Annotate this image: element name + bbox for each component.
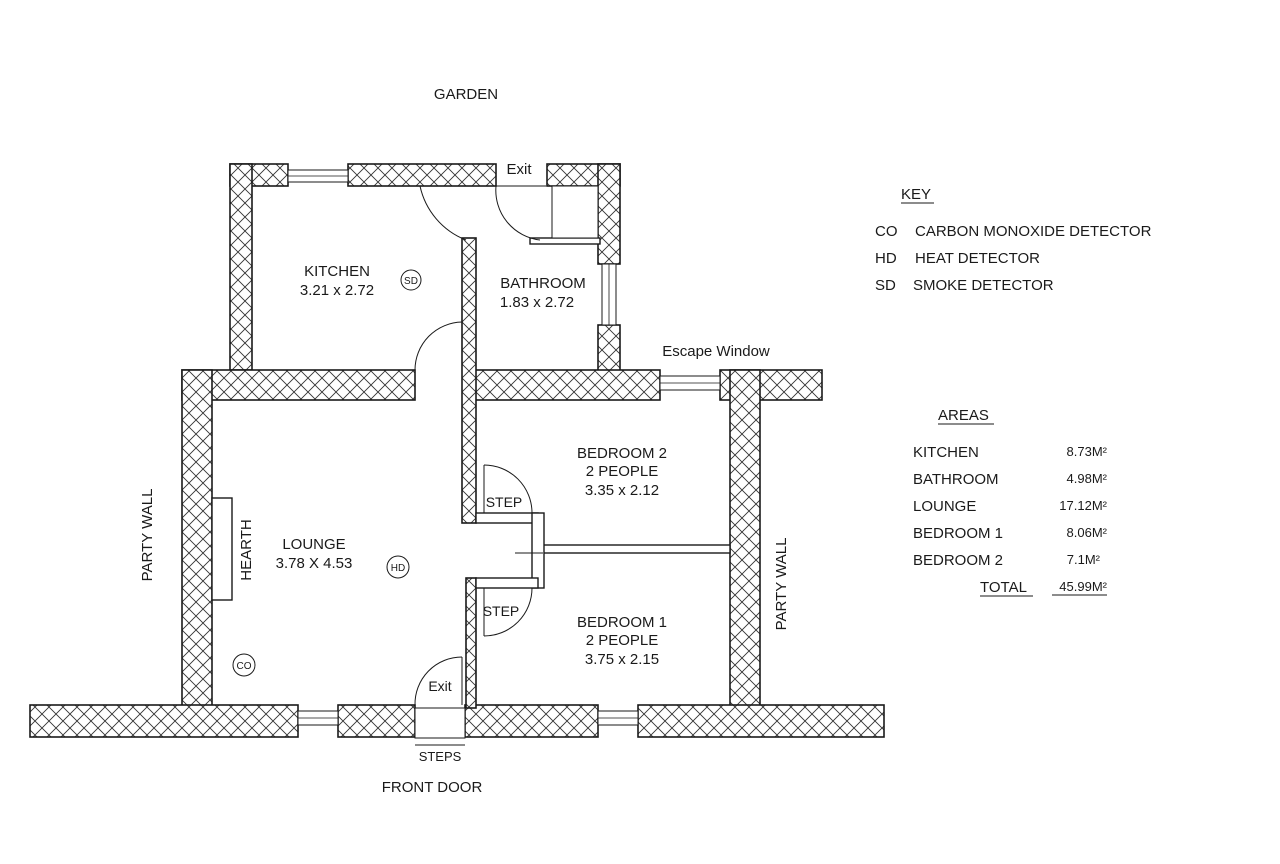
key-desc-sd: SMOKE DETECTOR xyxy=(913,277,1054,294)
key-code-co: CO xyxy=(875,223,898,240)
step-lower-label: STEP xyxy=(483,603,520,619)
kitchen-dims: 3.21 x 2.72 xyxy=(300,282,374,299)
lounge-dims: 3.78 X 4.53 xyxy=(276,555,353,572)
wall-step-top xyxy=(475,512,539,524)
wall-bath-right-lower xyxy=(597,324,621,374)
party-wall-left-label: PARTY WALL xyxy=(139,489,156,582)
hearth xyxy=(211,497,233,601)
area-value: 8.06M² xyxy=(1067,525,1108,540)
bathroom-dims: 1.83 x 2.72 xyxy=(500,294,574,311)
bedroom2-name: BEDROOM 2 xyxy=(577,445,667,462)
exit-bottom-label: Exit xyxy=(428,678,451,694)
key-legend: KEY CO CARBON MONOXIDE DETECTOR HD HEAT … xyxy=(875,186,1152,294)
wall-bath-right-upper xyxy=(597,163,621,265)
areas-total-label: TOTAL xyxy=(980,579,1027,596)
bedroom2-dims: 3.35 x 2.12 xyxy=(585,482,659,499)
party-wall-right-label: PARTY WALL xyxy=(773,538,790,631)
wall-right-party xyxy=(729,369,761,711)
wall-lounge-top-left xyxy=(181,369,416,401)
annotations: GARDEN Exit Escape Window STEP STEP Exit… xyxy=(139,86,790,796)
area-value: 4.98M² xyxy=(1067,471,1108,486)
bedroom1-name: BEDROOM 1 xyxy=(577,614,667,631)
kitchen-smoke-detector: SD xyxy=(404,276,418,287)
kitchen-name: KITCHEN xyxy=(304,263,370,280)
front-door-threshold xyxy=(414,707,466,739)
lounge-co-detector: CO xyxy=(237,661,252,672)
area-value: 7.1M² xyxy=(1067,552,1101,567)
bathroom-name: BATHROOM xyxy=(500,275,586,292)
area-value: 8.73M² xyxy=(1067,444,1108,459)
garden-label: GARDEN xyxy=(434,86,498,103)
wall-partition-lower xyxy=(465,577,477,709)
walls xyxy=(29,163,885,738)
areas-title: AREAS xyxy=(938,407,989,424)
wall-kitchen-left xyxy=(229,163,253,371)
area-room: BEDROOM 1 xyxy=(913,525,1003,542)
area-room: BATHROOM xyxy=(913,471,999,488)
front-door-label: FRONT DOOR xyxy=(382,779,483,796)
wall-bottom-lounge xyxy=(337,704,416,738)
bedroom1-dims: 3.75 x 2.15 xyxy=(585,651,659,668)
room-labels: KITCHEN 3.21 x 2.72 BATHROOM 1.83 x 2.72… xyxy=(276,263,667,668)
steps-front-label: STEPS xyxy=(419,749,462,764)
wall-bed-divider xyxy=(542,544,731,554)
wall-corridor-jog xyxy=(531,512,545,589)
wall-lounge-left xyxy=(181,369,213,711)
bedroom1-people: 2 PEOPLE xyxy=(586,632,659,649)
key-code-hd: HD xyxy=(875,250,897,267)
areas-total-value: 45.99M² xyxy=(1059,579,1107,594)
shower-tray xyxy=(551,185,599,239)
wall-partition-upper xyxy=(461,237,477,524)
escape-window-label: Escape Window xyxy=(662,343,770,360)
exit-top-label: Exit xyxy=(506,161,532,178)
area-value: 17.12M² xyxy=(1059,498,1107,513)
wall-step-bottom xyxy=(475,577,539,589)
bedroom2-people: 2 PEOPLE xyxy=(586,463,659,480)
area-room: LOUNGE xyxy=(913,498,976,515)
wall-bed2-top xyxy=(467,369,661,401)
step-upper-label: STEP xyxy=(486,494,523,510)
wall-bottom-far-left xyxy=(29,704,299,738)
area-room: KITCHEN xyxy=(913,444,979,461)
lounge-name: LOUNGE xyxy=(282,536,345,553)
wall-bath-inner xyxy=(529,237,601,245)
key-desc-co: CARBON MONOXIDE DETECTOR xyxy=(915,223,1152,240)
areas-table: AREAS KITCHEN 8.73M² BATHROOM 4.98M² LOU… xyxy=(913,407,1108,597)
doors xyxy=(414,185,546,739)
key-code-sd: SD xyxy=(875,277,896,294)
detectors: SD HD CO xyxy=(232,269,422,677)
key-title: KEY xyxy=(901,186,931,203)
windows xyxy=(287,169,721,726)
wall-top-mid xyxy=(347,163,497,187)
wall-bottom-bed1 xyxy=(464,704,599,738)
hearth-label: HEARTH xyxy=(238,519,255,580)
lounge-heat-detector: HD xyxy=(391,563,405,574)
area-room: BEDROOM 2 xyxy=(913,552,1003,569)
wall-bottom-right xyxy=(637,704,885,738)
key-desc-hd: HEAT DETECTOR xyxy=(915,250,1040,267)
